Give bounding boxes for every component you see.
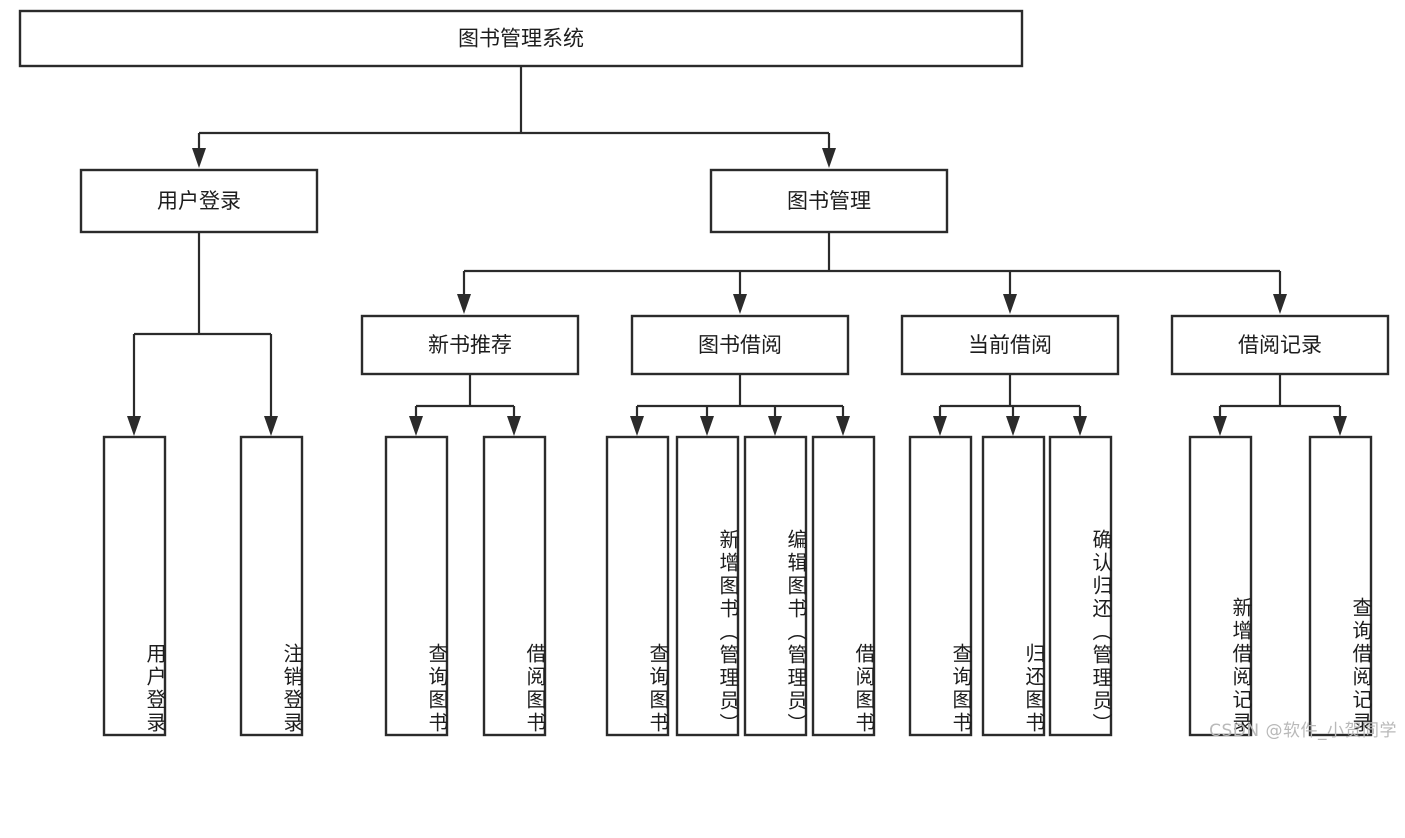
arrow-head-a-leaf-borrow-1	[507, 416, 521, 436]
arrow-head-a-leaf-add-record	[1213, 416, 1227, 436]
level2-node-label: 用户登录	[157, 189, 241, 213]
arrow-head-a-leaf-query-2	[630, 416, 644, 436]
root-title-box	[18, 9, 1024, 68]
node-user-login[interactable]: 用户登录	[79, 168, 319, 234]
leaf-box-leaf-user-logout[interactable]	[239, 435, 304, 737]
node-root[interactable]: 图书管理系统	[18, 9, 1024, 68]
leaf-box-leaf-edit-book[interactable]	[743, 435, 808, 737]
arrow-head-a-borrow-record	[1273, 294, 1287, 314]
leaf-box-leaf-return-book[interactable]	[981, 435, 1046, 737]
level2-node-label: 图书管理	[787, 189, 871, 213]
leaf-box-leaf-borrow-book-2[interactable]	[811, 435, 876, 737]
arrow-head-a-leaf-user-login	[127, 416, 141, 436]
level3-node-box	[900, 314, 1120, 376]
level3-node-label: 借阅记录	[1238, 333, 1322, 357]
arrow-head-a-leaf-query-record	[1333, 416, 1347, 436]
arrow-head-a-leaf-query-3	[933, 416, 947, 436]
arrow-head-a-leaf-borrow-2	[836, 416, 850, 436]
level2-node-box	[709, 168, 949, 234]
level3-node-box	[360, 314, 580, 376]
leaf-box-leaf-add-book[interactable]	[675, 435, 740, 737]
csdn-watermark: CSDN @软件_小贺同学	[1209, 721, 1397, 741]
leaf-box-leaf-query-book-3[interactable]	[908, 435, 973, 737]
leaf-box-leaf-query-book-1[interactable]	[384, 435, 449, 737]
level3-node-label: 图书借阅	[698, 333, 782, 357]
leaf-box-leaf-query-book-2[interactable]	[605, 435, 670, 737]
root-title-label: 图书管理系统	[458, 27, 584, 51]
arrow-head-a-leaf-confirm	[1073, 416, 1087, 436]
arrow-head-a-current-borrow	[1003, 294, 1017, 314]
node-book-borrow[interactable]: 图书借阅	[630, 314, 850, 376]
arrow-head-a-leaf-return	[1006, 416, 1020, 436]
node-current-borrow[interactable]: 当前借阅	[900, 314, 1120, 376]
arrow-head-a-book-manage	[822, 148, 836, 168]
arrow-head-a-book-borrow	[733, 294, 747, 314]
leaf-box-leaf-user-login[interactable]	[102, 435, 167, 737]
node-borrow-record[interactable]: 借阅记录	[1170, 314, 1390, 376]
arrow-head-a-user-login	[192, 148, 206, 168]
arrow-head-a-leaf-user-logout	[264, 416, 278, 436]
arrow-heads-group	[127, 148, 1347, 436]
level3-node-box	[1170, 314, 1390, 376]
arrow-head-a-new-book-rec	[457, 294, 471, 314]
leaf-box-leaf-borrow-book-1[interactable]	[482, 435, 547, 737]
flowchart-diagram: 图书管理系统用户登录图书管理新书推荐图书借阅当前借阅借阅记录 用户登录注销登录查…	[18, 9, 1397, 741]
leaf-box-leaf-add-record[interactable]	[1188, 435, 1253, 737]
level3-node-label: 当前借阅	[968, 333, 1052, 357]
leaf-box-leaf-confirm-return[interactable]	[1048, 435, 1113, 737]
node-new-book-rec[interactable]: 新书推荐	[360, 314, 580, 376]
arrow-head-a-leaf-edit-book	[768, 416, 782, 436]
level2-node-box	[79, 168, 319, 234]
node-book-manage[interactable]: 图书管理	[709, 168, 949, 234]
level3-node-box	[630, 314, 850, 376]
arrow-head-a-leaf-add-book	[700, 416, 714, 436]
level3-node-label: 新书推荐	[428, 333, 512, 357]
arrow-head-a-leaf-query-1	[409, 416, 423, 436]
leaf-box-leaf-query-record[interactable]	[1308, 435, 1373, 737]
